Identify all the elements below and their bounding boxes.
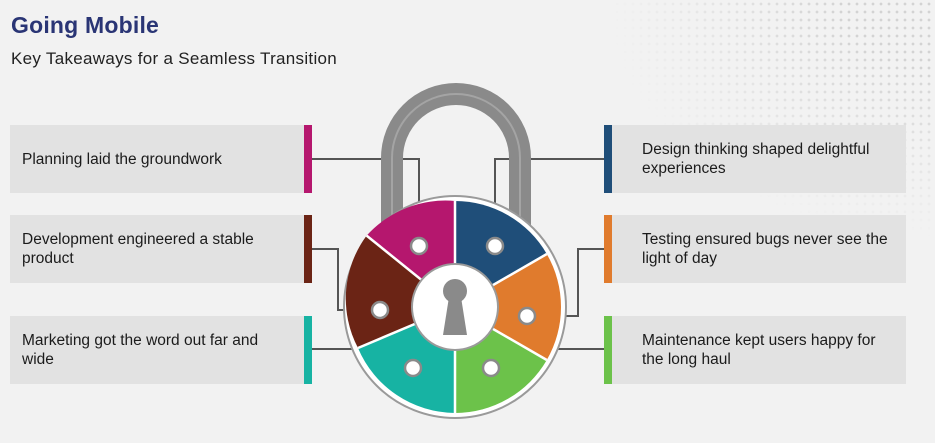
- takeaway-design: Design thinking shaped delightful experi…: [604, 125, 906, 193]
- dot-development: [370, 300, 390, 320]
- dot-design: [485, 236, 505, 256]
- page-title: Going Mobile: [11, 12, 160, 38]
- keyhole-icon: [443, 279, 467, 335]
- dot-pattern-decoration: [605, 0, 935, 240]
- takeaway-testing: Testing ensured bugs never see the light…: [604, 215, 906, 283]
- connector-dots: [370, 236, 537, 378]
- takeaway-marketing-text: Marketing got the word out far and wide: [22, 332, 259, 368]
- takeaway-design-text: Design thinking shaped delightful experi…: [642, 141, 870, 177]
- takeaway-development: Development engineered a stable product: [10, 215, 312, 283]
- takeaway-maintenance: Maintenance kept users happy for the lon…: [604, 316, 906, 384]
- segment-development: [345, 235, 455, 348]
- takeaway-planning: Planning laid the groundwork: [10, 125, 312, 193]
- takeaway-testing-text: Testing ensured bugs never see the light…: [642, 231, 888, 267]
- dot-maintenance: [481, 358, 501, 378]
- dot-planning: [409, 236, 429, 256]
- takeaway-maintenance-text: Maintenance kept users happy for the lon…: [642, 332, 876, 368]
- page-subtitle: Key Takeaways for a Seamless Transition: [11, 49, 338, 68]
- takeaway-marketing: Marketing got the word out far and wide: [10, 316, 312, 384]
- takeaway-development-text: Development engineered a stable product: [22, 231, 254, 267]
- dot-testing: [517, 306, 537, 326]
- lock-shackle-highlight: [391, 93, 521, 232]
- segment-testing: [455, 254, 562, 360]
- takeaway-planning-text: Planning laid the groundwork: [22, 150, 222, 168]
- dot-marketing: [403, 358, 423, 378]
